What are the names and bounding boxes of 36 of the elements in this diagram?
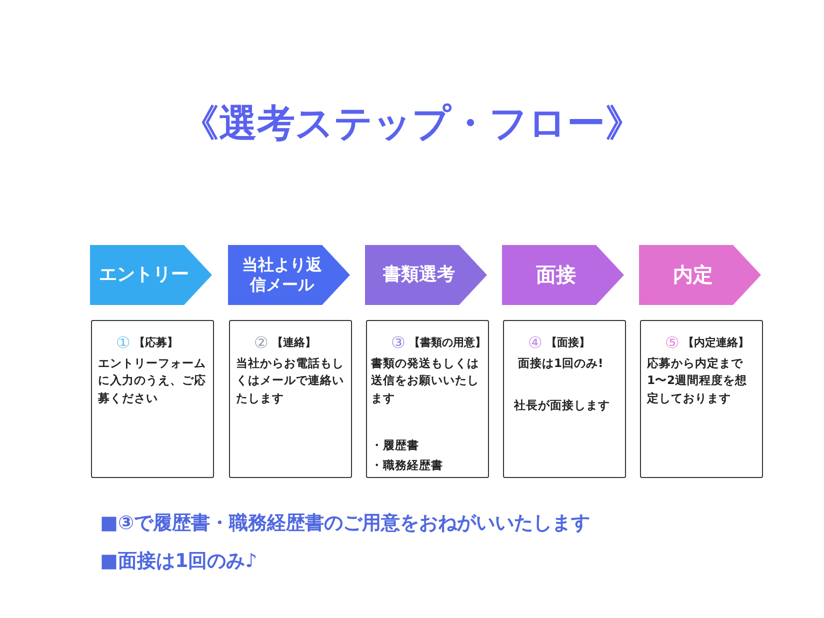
step-heading: 【面接】	[546, 335, 590, 351]
note-text: ■③で履歴書・職務経歴書のご用意をおねがいいたします	[100, 511, 590, 536]
step-text: 応募から内定まで1〜2週間程度を想定しております	[647, 355, 748, 406]
step-text: ・履歴書	[371, 437, 420, 454]
step-text: エントリーフォームに入力のうえ、ご応募ください	[98, 355, 207, 406]
step-text: 社長が面接します	[514, 397, 611, 414]
step-heading: 【書類の用意】	[409, 335, 486, 351]
step-label: 書類選考	[382, 264, 456, 286]
step-banner	[228, 245, 350, 305]
step-number: ③	[391, 333, 406, 353]
step-heading: 【内定連絡】	[683, 335, 749, 351]
step-heading: 【応募】	[134, 335, 178, 351]
step-card	[640, 320, 763, 478]
step-number: ②	[254, 333, 268, 353]
step-card	[91, 320, 214, 478]
step-banner	[90, 245, 212, 305]
step-card	[229, 320, 352, 478]
step-number: ①	[116, 333, 130, 353]
step-card	[366, 320, 489, 478]
step-number: ④	[528, 333, 542, 353]
title: 《選考ステップ・フロー》	[180, 100, 644, 147]
step-text: 当社からお電話もしくはメールで連絡いたします	[236, 355, 345, 406]
step-text: 書類の発送もしくは送信をお願いいたします	[371, 355, 480, 406]
step-number: ⑤	[665, 333, 680, 353]
note-text: ■面接は1回のみ♪	[100, 549, 258, 574]
step-label: 内定	[672, 262, 714, 288]
step-text: 面接は1回のみ!	[518, 355, 604, 372]
step-label: 当社より返信メール	[241, 255, 323, 295]
step-banner	[639, 245, 761, 305]
step-text: ・職務経歴書	[371, 457, 444, 474]
step-label: エントリー	[98, 264, 190, 286]
step-banner	[502, 245, 624, 305]
step-heading: 【連絡】	[272, 335, 316, 351]
step-card	[503, 320, 626, 478]
step-banner	[365, 245, 487, 305]
step-label: 面接	[535, 262, 577, 288]
